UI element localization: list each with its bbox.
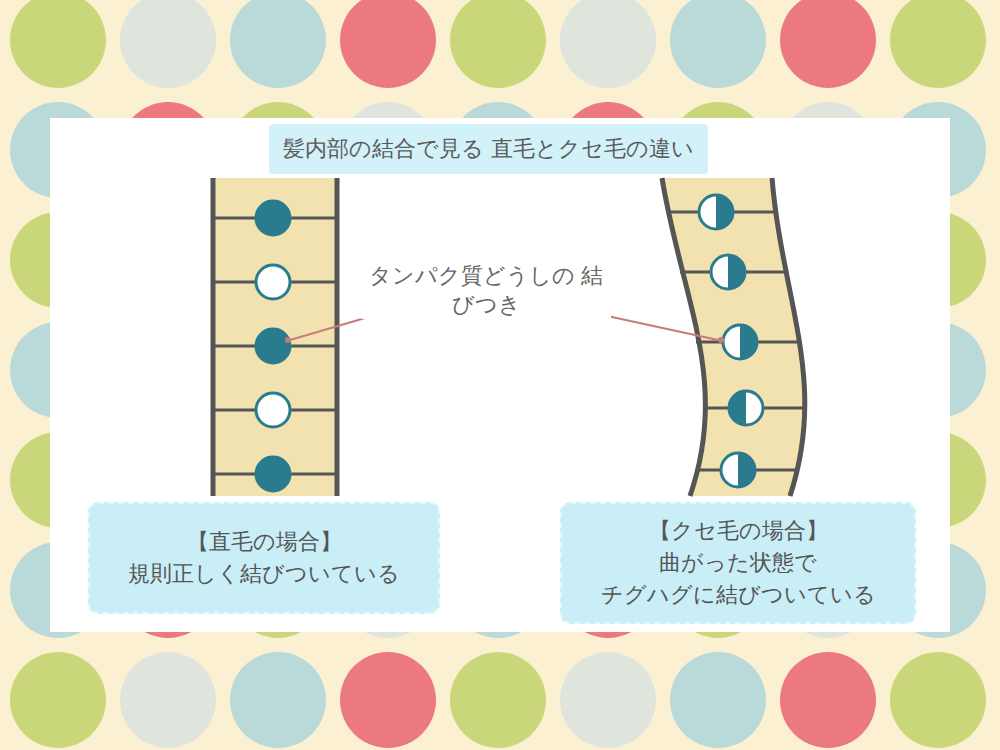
polka-dot	[340, 0, 436, 88]
title-band: 髪内部の結合で見る 直毛とクセ毛の違い	[269, 124, 708, 174]
polka-dot	[120, 652, 216, 748]
polka-dot	[560, 0, 656, 88]
leader-line	[598, 314, 718, 340]
polka-dot	[230, 652, 326, 748]
half-bond-circles	[699, 195, 763, 487]
leader-dot	[718, 337, 724, 343]
hair-edge	[662, 178, 705, 496]
box-body: 曲がった状態で チグハグに結びついている	[572, 547, 904, 611]
polka-dot	[450, 652, 546, 748]
polka-dot	[670, 652, 766, 748]
leader-dot	[285, 337, 291, 343]
callout-label: タンパク質どうしの 結びつき	[361, 262, 611, 319]
bond-circles	[256, 201, 290, 491]
hair-edge	[211, 178, 216, 496]
polka-dot	[560, 652, 656, 748]
polka-dot	[890, 0, 986, 88]
box-heading: 【クセ毛の場合】	[572, 515, 904, 547]
explanation-box: 【クセ毛の場合】曲がった状態で チグハグに結びついている	[560, 502, 916, 624]
hair-edge	[335, 178, 340, 496]
polka-dot	[10, 0, 106, 88]
polka-dot	[230, 0, 326, 88]
polka-dot	[780, 0, 876, 88]
rungs	[668, 212, 806, 470]
box-body: 規則正しく結びついている	[100, 558, 428, 590]
straight-hair	[213, 178, 337, 496]
polka-dot	[670, 0, 766, 88]
hair-edge	[772, 178, 805, 496]
polka-dot	[10, 652, 106, 748]
wavy-hair	[662, 178, 805, 496]
polka-dot	[890, 652, 986, 748]
polka-dot	[120, 0, 216, 88]
rungs	[213, 218, 337, 474]
polka-dot	[340, 652, 436, 748]
box-heading: 【直毛の場合】	[100, 526, 428, 558]
polka-dot	[780, 652, 876, 748]
leader-line	[290, 316, 372, 340]
polka-dot	[450, 0, 546, 88]
explanation-box: 【直毛の場合】規則正しく結びついている	[88, 502, 440, 614]
